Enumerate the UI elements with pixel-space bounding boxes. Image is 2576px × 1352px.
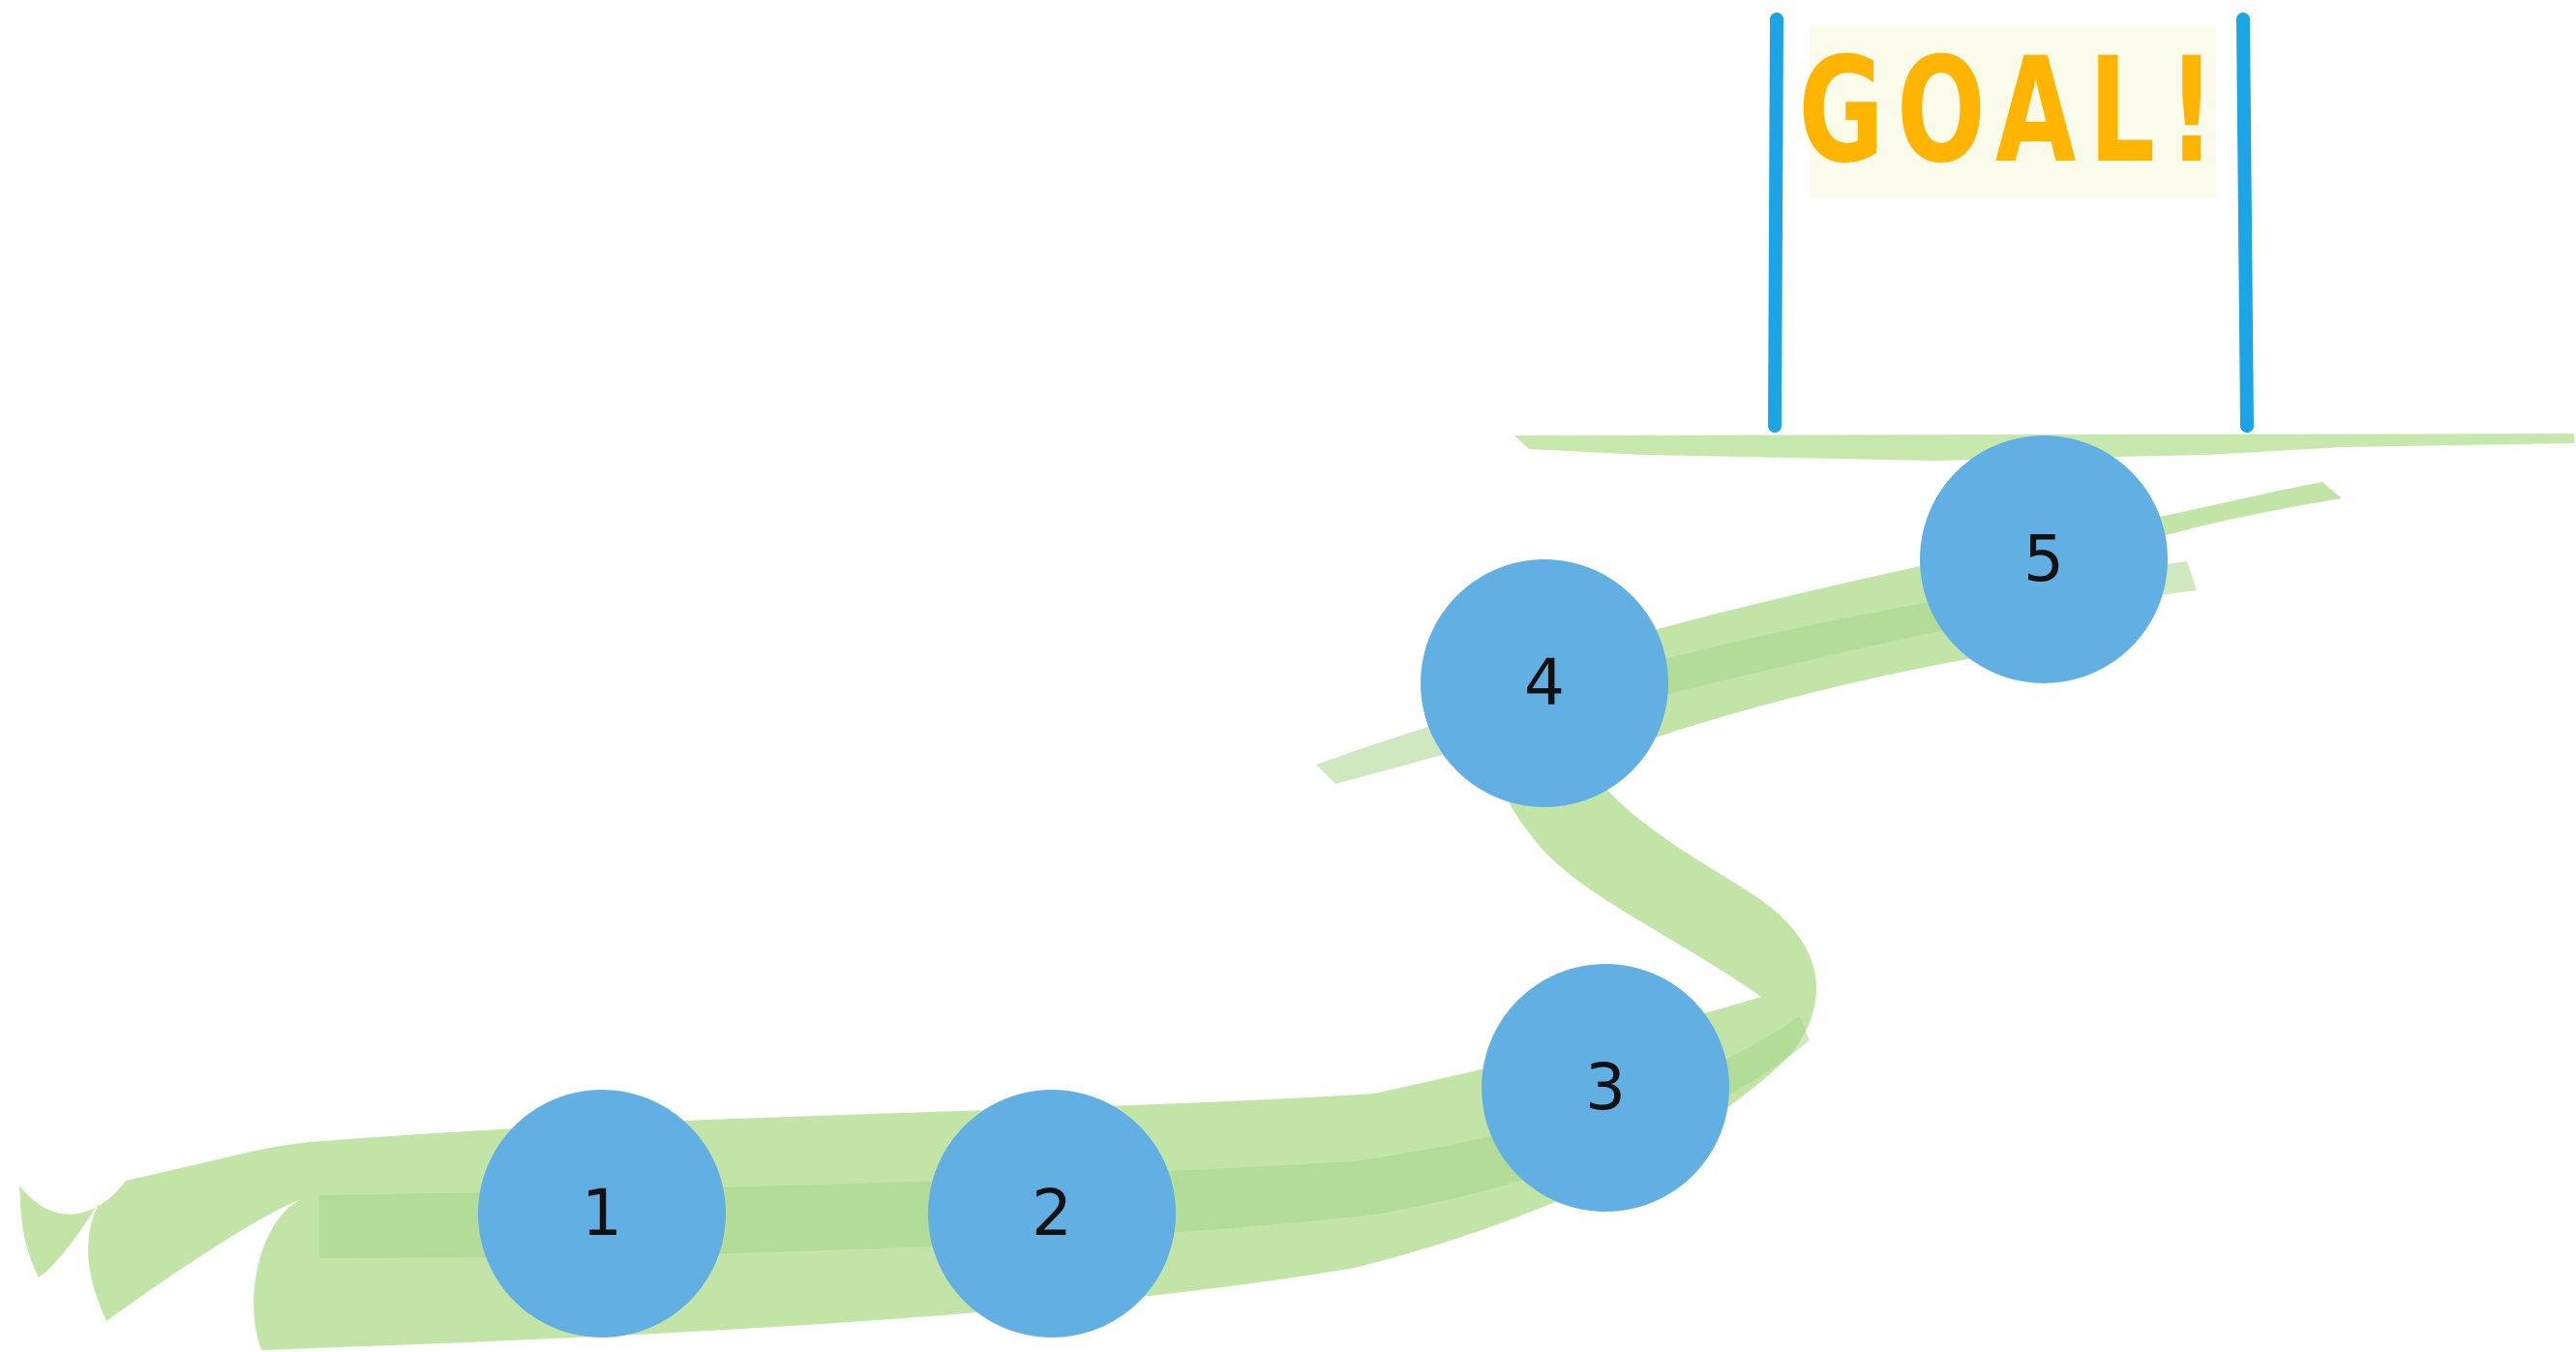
- milestone-3: 3: [1482, 964, 1729, 1212]
- goal-left-pole: [1768, 13, 1783, 433]
- milestone-number: 3: [1585, 1050, 1626, 1125]
- milestone-number: 5: [2023, 522, 2064, 596]
- goal-right-pole: [2236, 13, 2254, 433]
- milestone-number: 2: [1032, 1176, 1072, 1250]
- milestone-4: 4: [1421, 559, 1668, 807]
- goal-label: GOAL!: [1797, 27, 2229, 195]
- milestone-number: 1: [582, 1176, 622, 1250]
- milestone-1: 1: [478, 1090, 726, 1337]
- milestone-number: 4: [1524, 646, 1565, 720]
- milestone-2: 2: [928, 1090, 1176, 1337]
- goal-banner: GOAL!: [1798, 25, 2216, 197]
- milestone-5: 5: [1920, 436, 2168, 683]
